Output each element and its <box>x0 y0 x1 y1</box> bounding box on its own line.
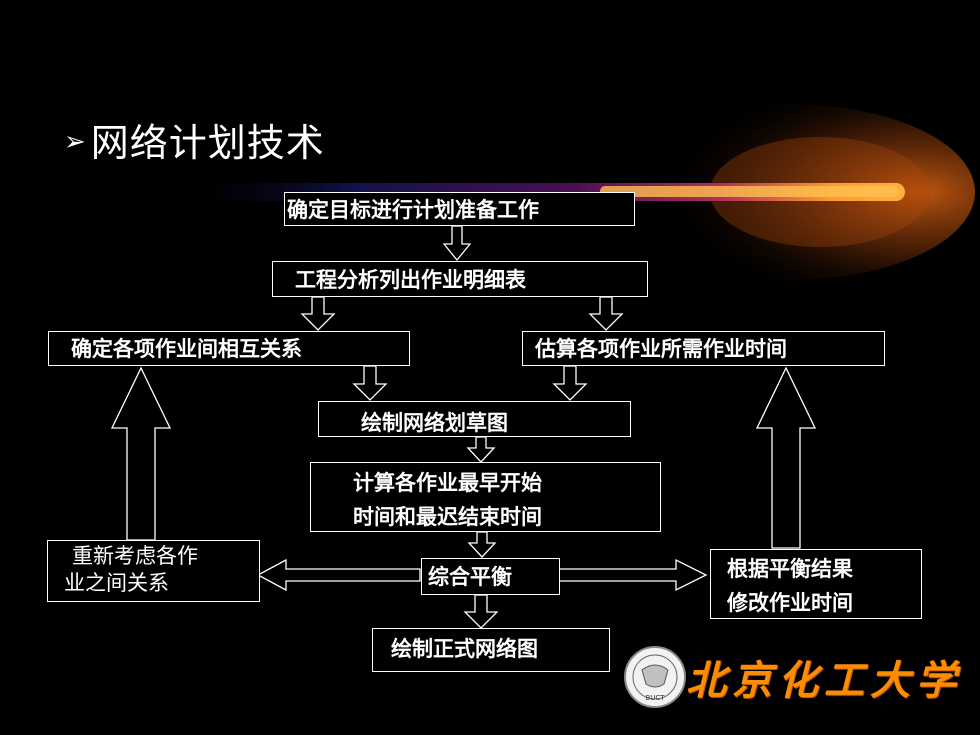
box-compute-times-line1: 计算各作业最早开始 <box>353 471 542 495</box>
box-reconsider-line1: 重新考虑各作 <box>72 544 198 568</box>
slide-title: ➢网络计划技术 <box>64 112 325 167</box>
university-name: 北京化工大学 <box>686 657 962 704</box>
box-estimate-durations: 估算各项作业所需作业时间 <box>522 331 885 366</box>
arrow-b6-b8 <box>467 531 497 558</box>
arrow-b8-b7 <box>256 558 421 592</box>
box-final-network: 绘制正式网络图 <box>372 628 610 672</box>
arrow-b3-b5 <box>352 365 388 401</box>
box-work-breakdown: 工程分析列出作业明细表 <box>272 261 648 297</box>
box-balance-text: 综合平衡 <box>428 565 512 589</box>
arrow-b4-b5 <box>552 365 588 401</box>
box-reconsider: 重新考虑各作 业之间关系 <box>47 540 260 602</box>
seal-text: BUCT <box>645 694 665 702</box>
box-adjust-times-line2: 修改作业时间 <box>727 591 853 615</box>
box-compute-times: 计算各作业最早开始 时间和最迟结束时间 <box>310 462 661 532</box>
box-final-network-text: 绘制正式网络图 <box>391 637 538 661</box>
arrow-b2-b4 <box>588 296 624 331</box>
box-define-goals-text: 确定目标进行计划准备工作 <box>287 198 539 222</box>
arrow-bullet-icon: ➢ <box>64 127 87 157</box>
university-seal-icon: BUCT <box>624 646 686 708</box>
arrow-b9-b4 <box>755 366 817 549</box>
title-text: 网络计划技术 <box>90 121 325 165</box>
box-define-goals: 确定目标进行计划准备工作 <box>284 192 635 226</box>
box-estimate-durations-text: 估算各项作业所需作业时间 <box>535 337 787 361</box>
arrow-b8-b10 <box>463 594 499 629</box>
box-work-breakdown-text: 工程分析列出作业明细表 <box>295 268 526 292</box>
box-reconsider-line2: 业之间关系 <box>64 571 169 595</box>
box-adjust-times-line1: 根据平衡结果 <box>727 557 853 581</box>
arrow-b8-b9 <box>557 558 708 592</box>
arrow-b2-b3 <box>300 296 336 331</box>
box-adjust-times: 根据平衡结果 修改作业时间 <box>710 549 922 619</box>
box-balance: 综合平衡 <box>421 558 560 595</box>
arrow-b7-b3 <box>110 366 172 541</box>
arrow-b5-b6 <box>466 436 496 463</box>
arrow-b1-b2 <box>442 225 472 262</box>
box-draft-network-text: 绘制网络划草图 <box>361 411 508 435</box>
box-dependencies-text: 确定各项作业间相互关系 <box>71 337 302 361</box>
box-dependencies: 确定各项作业间相互关系 <box>48 331 410 366</box>
box-compute-times-line2: 时间和最迟结束时间 <box>353 505 542 529</box>
box-draft-network: 绘制网络划草图 <box>318 401 631 437</box>
